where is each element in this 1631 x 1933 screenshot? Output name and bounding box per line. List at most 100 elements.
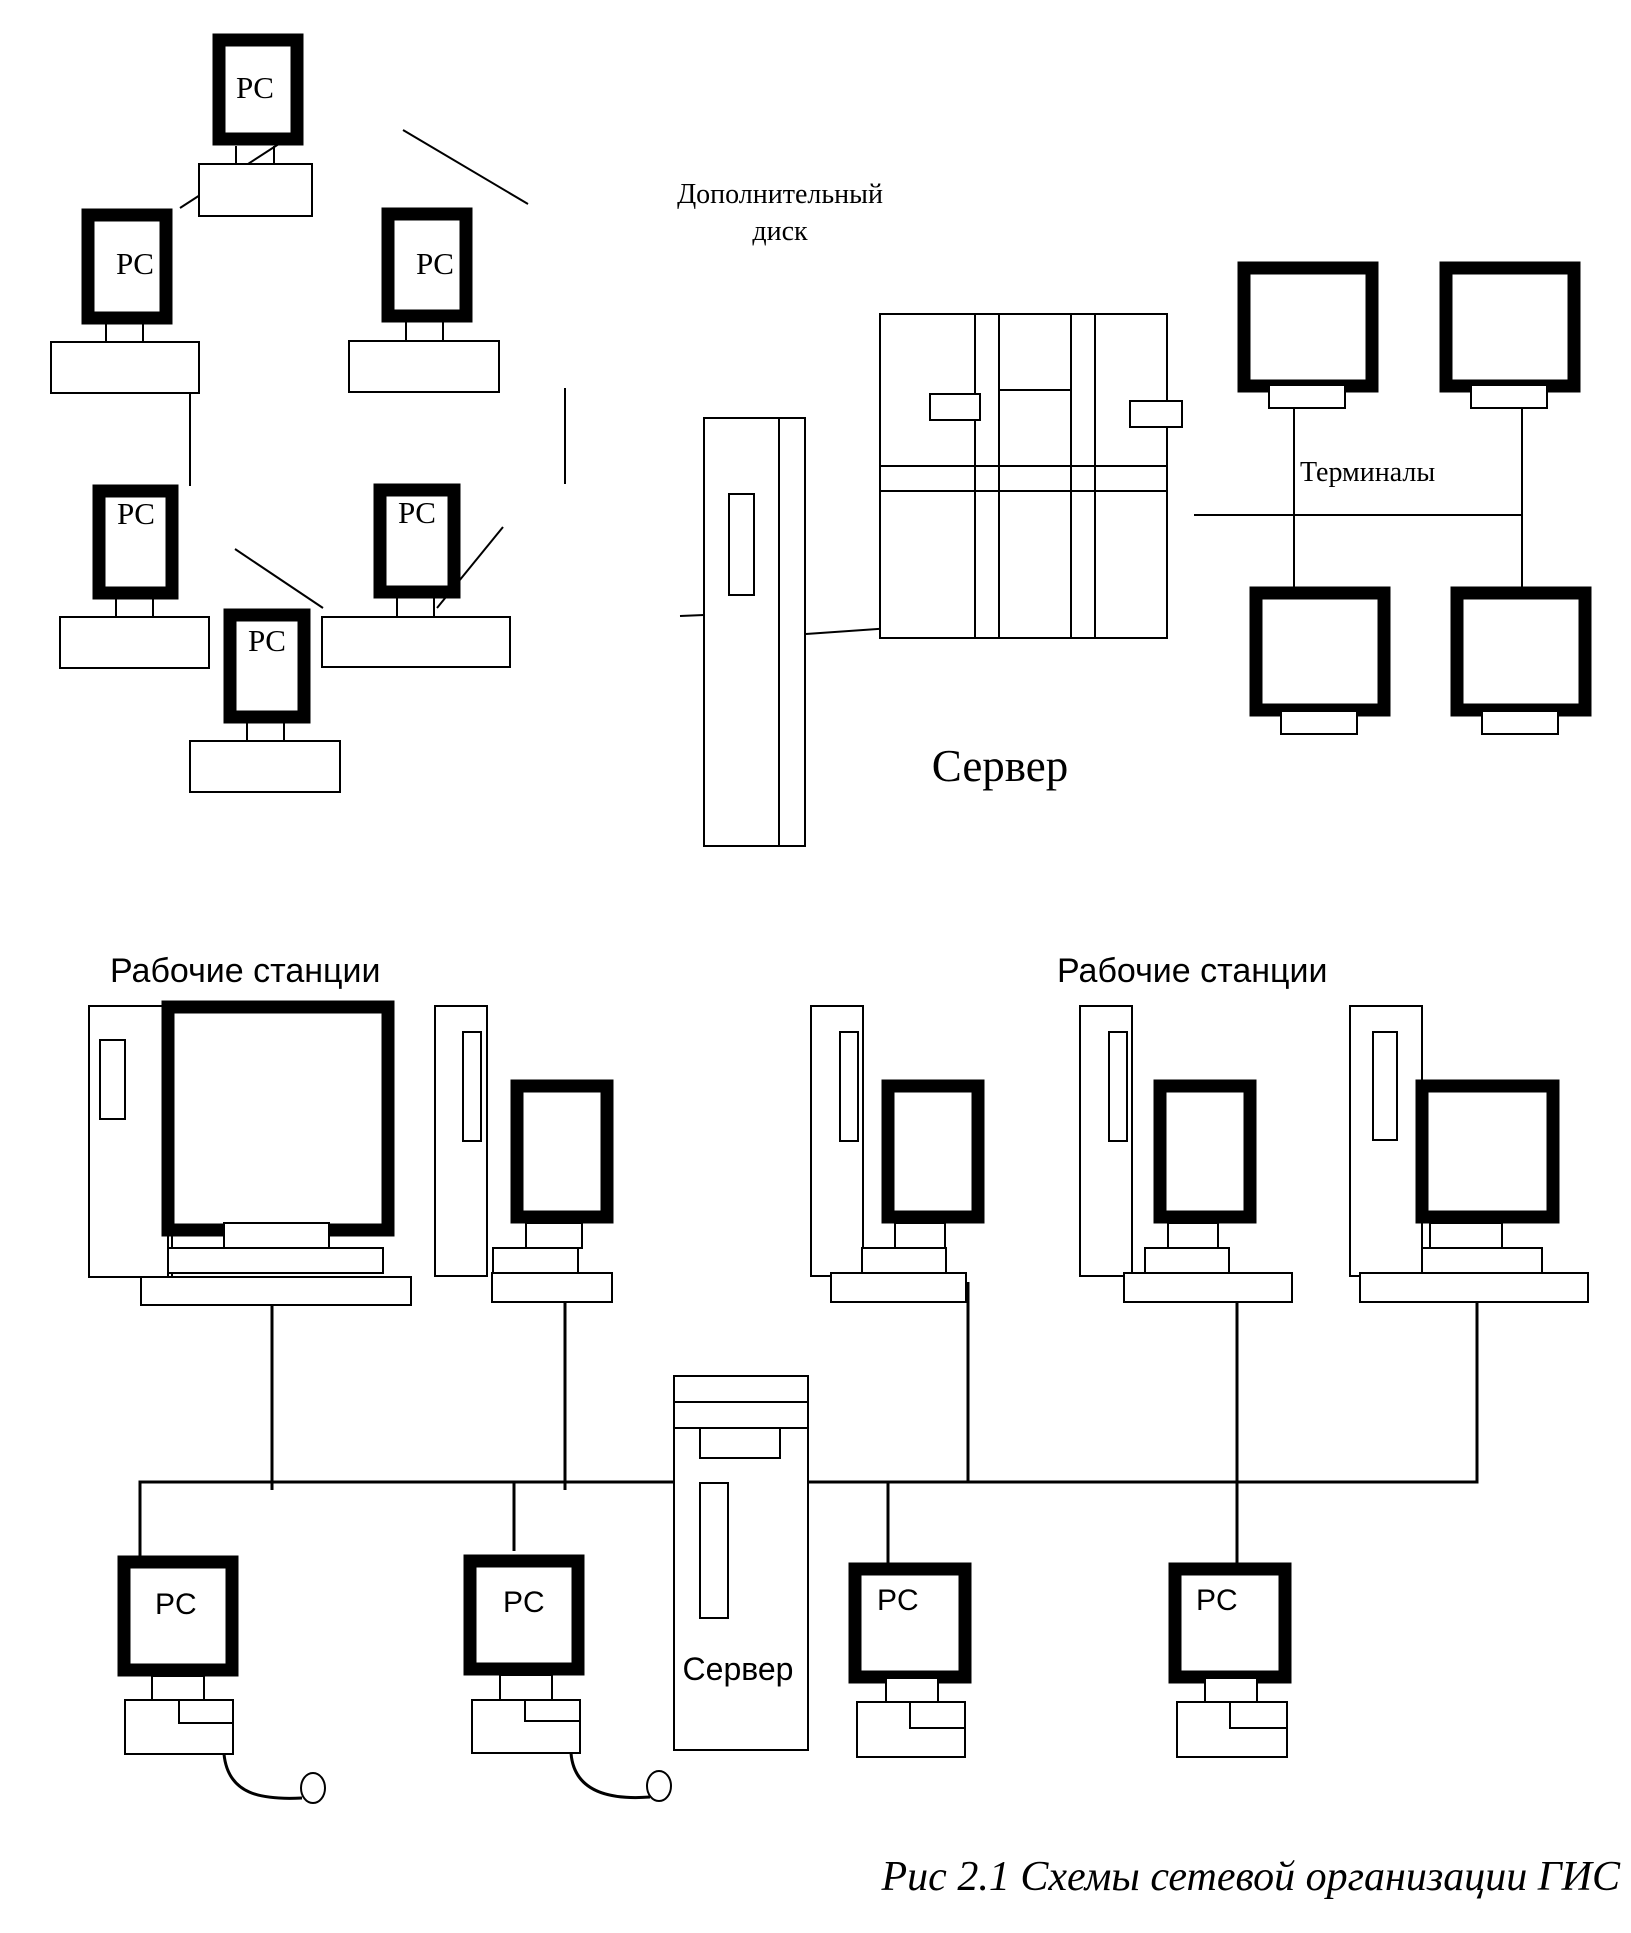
keyboard [830,1272,967,1303]
server-cabinet[interactable] [879,313,1183,639]
terminal-monitor [1249,586,1391,717]
server-panel-right [1129,400,1183,428]
keyboard-top [1421,1247,1543,1274]
extra-disk-unit[interactable] [703,417,806,847]
server-slot [699,1482,729,1619]
drive-slot [462,1031,482,1142]
keyboard [1359,1272,1589,1303]
disk-body [703,417,806,847]
terminal-top-left[interactable] [1237,261,1379,409]
terminal-monitor [1237,261,1379,393]
pc-label: PC [116,246,154,281]
ring-to-disk-link [679,614,705,617]
workstations-label-right: Рабочие станции [1057,952,1328,990]
ring-link-top-upperright [402,129,529,205]
bus-pc-2[interactable]: PC [463,1554,672,1802]
workstation-4[interactable] [1079,1005,1293,1303]
mouse [646,1770,672,1802]
pc-label: PC [398,495,436,530]
terminal-base [1280,710,1358,735]
keyboard [321,616,511,668]
mouse [300,1772,326,1804]
keyboard-top [167,1247,384,1274]
monitor-stand [885,1677,939,1703]
keyboard [348,340,500,393]
monitor [1415,1079,1560,1224]
ring-link-lowerleft-bottom [234,548,324,609]
terminal-base [1268,384,1346,409]
disk-slot [728,493,755,596]
workstations-label-left: Рабочие станции [110,952,381,990]
keyboard-panel [909,1702,965,1729]
monitor [510,1079,614,1224]
monitor-stand [151,1675,205,1701]
terminal-base [1470,384,1548,409]
ring-pc-upper-right[interactable]: PC [348,207,500,393]
disk-to-server-link [805,627,892,635]
monitor [161,1000,395,1237]
figure-caption: Рис 2.1 Схемы сетевой организации ГИС [881,1854,1621,1900]
terminal-monitor [1450,586,1592,717]
bus-pc-1[interactable]: PC [117,1555,326,1804]
pc-label: PC [117,496,155,531]
workstation-1[interactable] [88,1000,412,1306]
bus-pc-3[interactable]: PC [848,1562,972,1758]
server-panel-left [929,393,981,421]
server-tower[interactable] [673,1375,809,1751]
keyboard [491,1272,613,1303]
keyboard-panel [1229,1702,1287,1729]
pc-label: PC [248,623,286,658]
server-label: Сервер [932,741,1069,791]
drive-slot [1108,1031,1128,1142]
monitor [1153,1079,1257,1224]
monitor-stand [499,1674,553,1701]
monitor-stand [1204,1677,1258,1703]
ring-pc-lower-left[interactable]: PC [59,484,210,669]
pc-label: PC [877,1584,919,1617]
monitor [848,1562,972,1684]
workstation-3[interactable] [810,1005,985,1303]
extra-disk-label-line1: Дополнительный [677,179,883,210]
pc-label: PC [236,70,274,105]
monitor [1168,1562,1292,1684]
server-body [879,313,1168,639]
keyboard-panel [178,1700,233,1724]
monitor [223,608,311,724]
ring-pc-top[interactable]: PC [198,33,313,217]
drive-slot [1372,1031,1398,1141]
workstation-2[interactable] [434,1005,614,1303]
terminal-base [1481,710,1559,735]
terminal-bottom-left[interactable] [1249,586,1391,735]
monitor [81,208,173,325]
monitor-stand [1429,1222,1503,1249]
monitor [373,483,461,599]
ring-pc-lower-right[interactable]: PC [321,483,511,668]
monitor [117,1555,239,1677]
mouse-cable [222,1753,303,1800]
workstation-5[interactable] [1349,1005,1589,1303]
terminals-label: Терминалы [1300,457,1435,488]
terminal-bottom-right[interactable] [1450,586,1592,735]
drive-slot [839,1031,859,1142]
keyboard-top [861,1247,947,1274]
keyboard [1176,1701,1288,1758]
bus-pc-4[interactable]: PC [1168,1562,1292,1758]
pc-label: PC [155,1588,197,1621]
keyboard [59,616,210,669]
pc-label: PC [1196,1584,1238,1617]
monitor-stand [1167,1222,1219,1249]
pc-label: PC [503,1586,545,1619]
keyboard [140,1276,412,1306]
monitor [212,33,304,146]
top-diagram: PC PC PC PC [50,33,1592,847]
ring-pc-bottom[interactable]: PC [189,608,341,793]
keyboard [189,740,341,793]
monitor [881,1079,985,1224]
terminal-top-right[interactable] [1439,261,1581,409]
mouse-cable [569,1752,651,1800]
keyboard [198,163,313,217]
ring-connections [179,129,892,635]
ring-pc-upper-left[interactable]: PC [50,208,200,394]
terminal-monitor [1439,261,1581,393]
